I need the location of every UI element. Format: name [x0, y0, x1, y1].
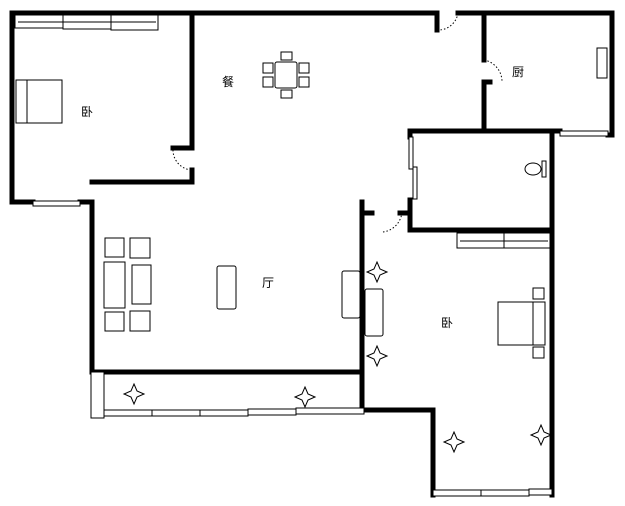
tv-cabinets	[341, 270, 384, 337]
wardrobe-nw	[14, 14, 159, 31]
room-label-living: 厅	[262, 276, 274, 290]
doors	[172, 12, 503, 233]
room-label-kitchen: 厨	[512, 65, 524, 79]
room-label-dining: 餐	[222, 74, 234, 89]
room-label-bedroom-se: 卧	[441, 316, 453, 330]
sofa-set	[103, 237, 237, 332]
windows	[32, 130, 609, 497]
stove	[596, 47, 608, 79]
room-label-bedroom-nw: 卧	[81, 105, 93, 119]
plants	[122, 260, 553, 454]
toilet	[524, 160, 547, 178]
bed-se	[497, 287, 546, 359]
bed-nw	[15, 79, 63, 124]
wardrobe-se	[456, 232, 551, 249]
dining-table	[262, 51, 310, 99]
walls	[9, 10, 615, 498]
